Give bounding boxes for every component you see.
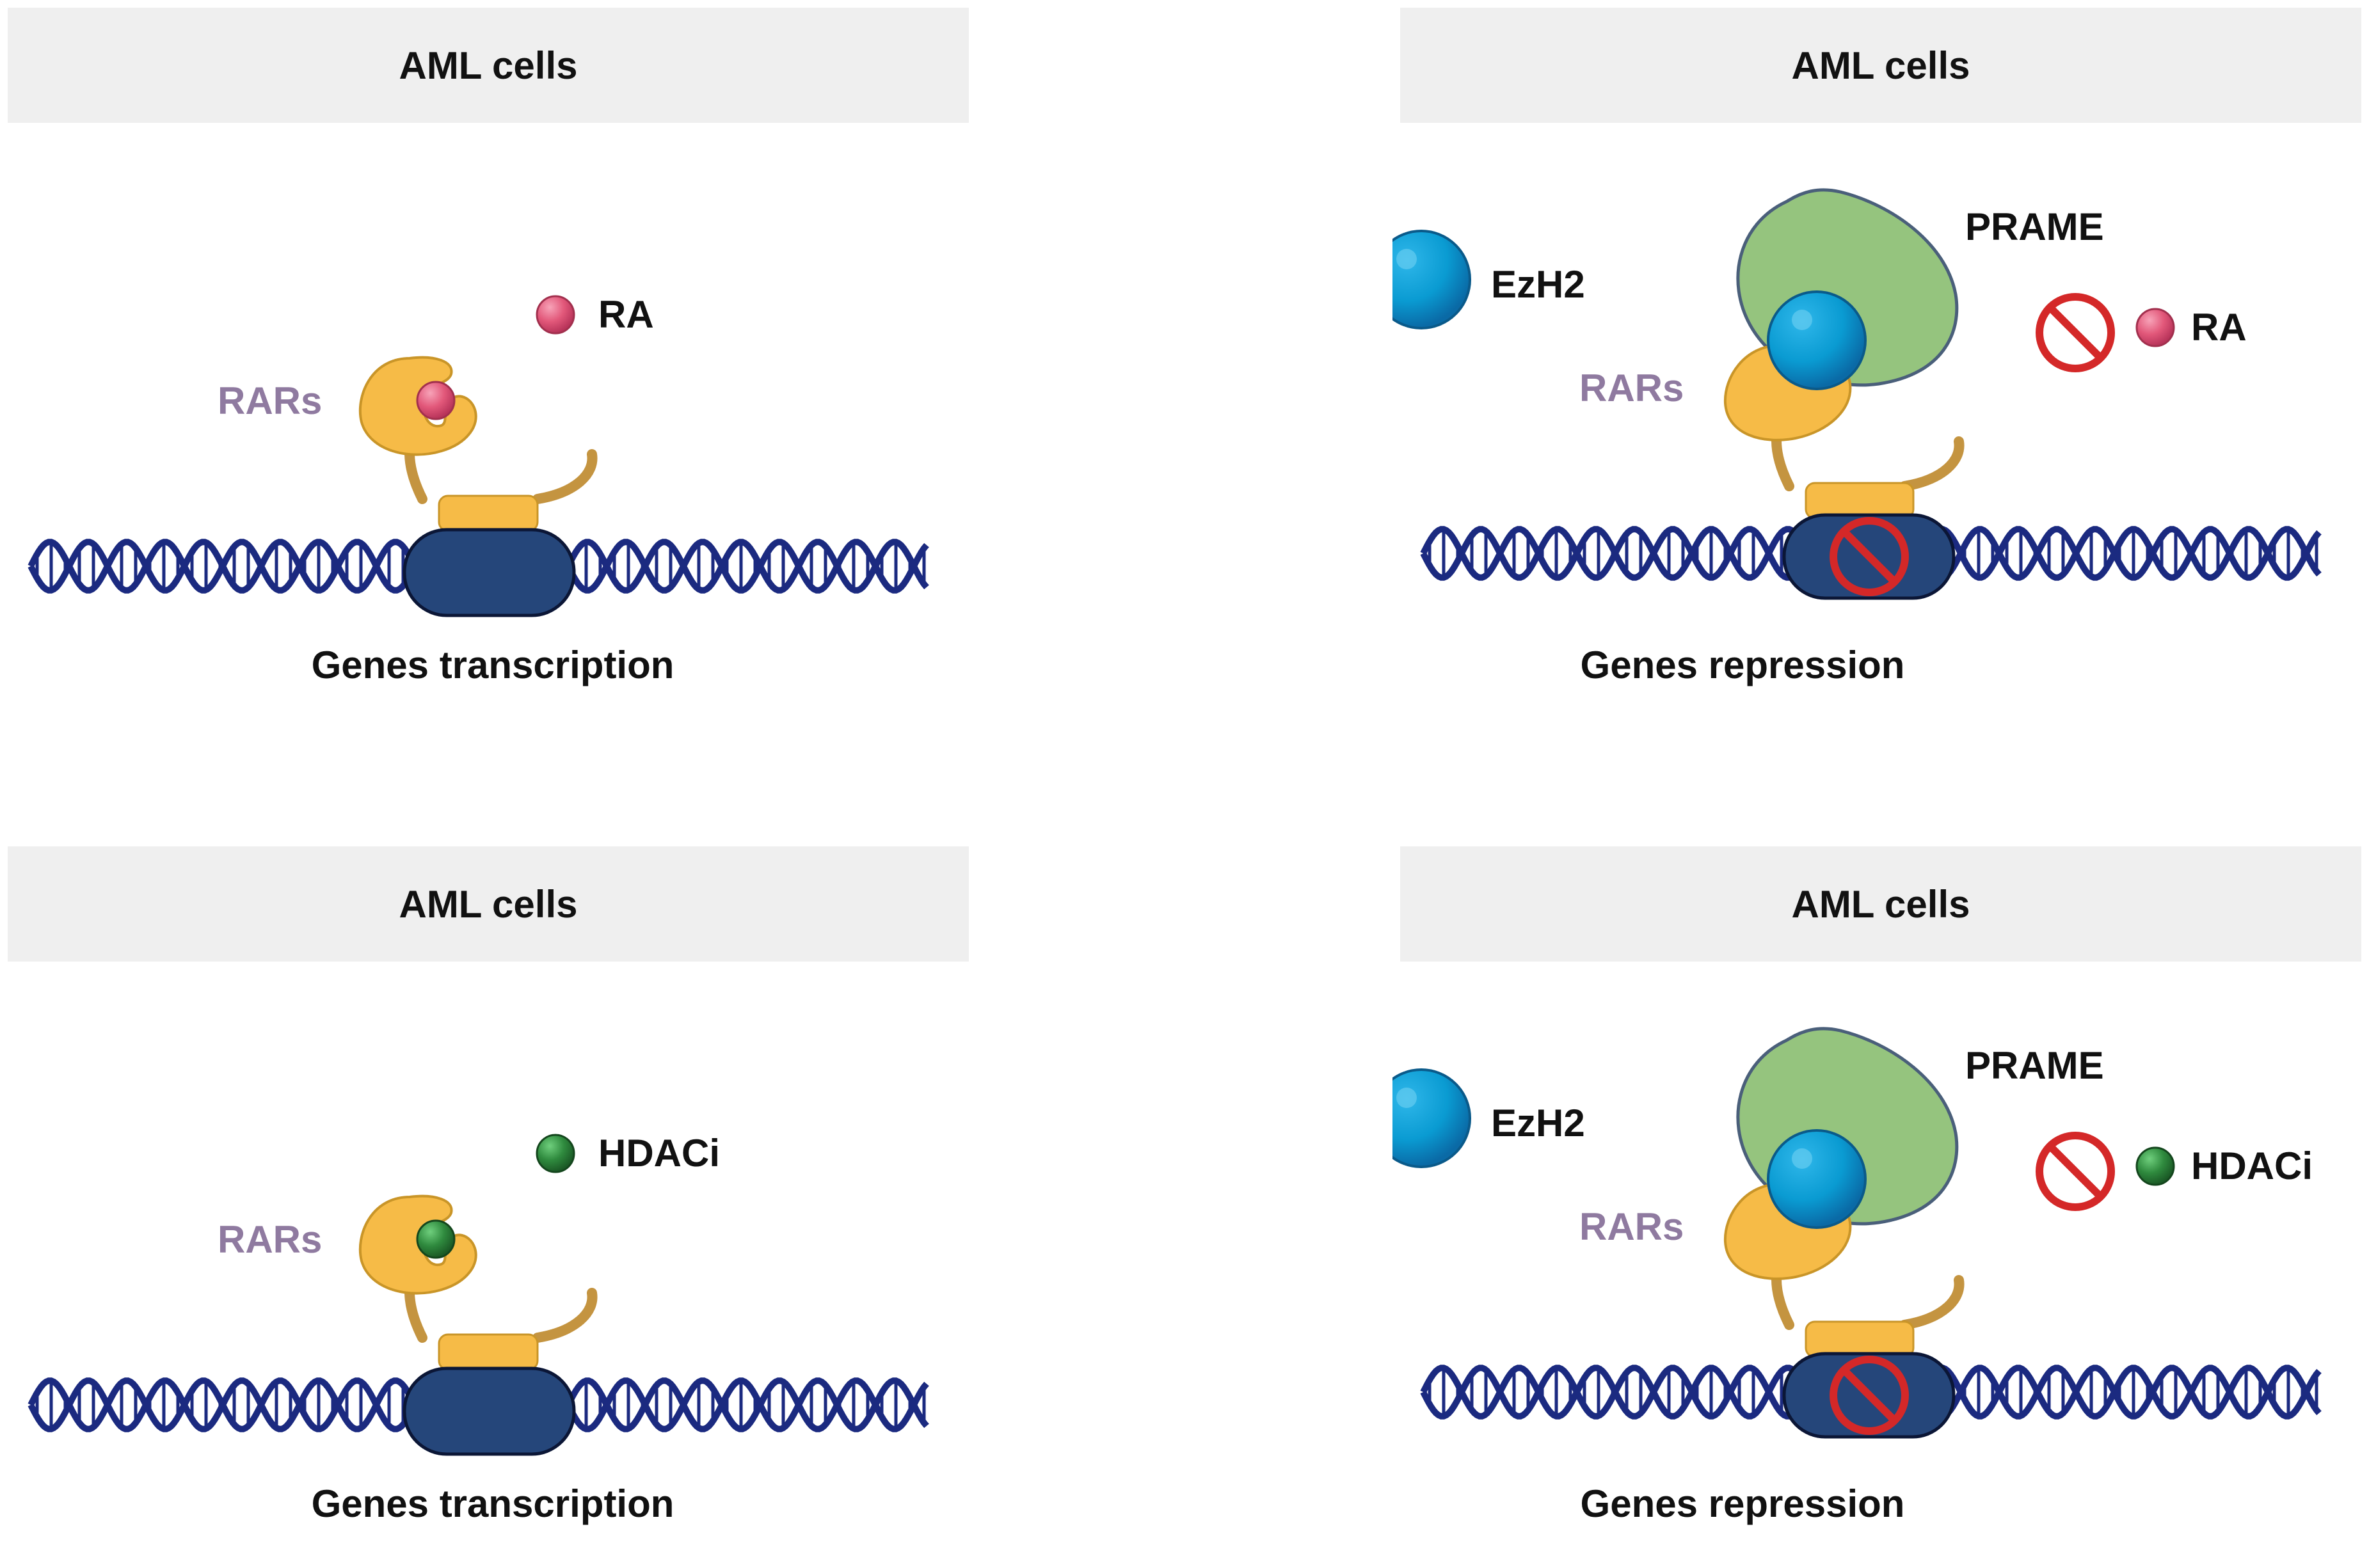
ezh2-icon	[1392, 1068, 1471, 1168]
rar-label: RARs	[1579, 367, 1684, 409]
ezh2-label: EzH2	[1491, 1102, 1585, 1144]
coactivator-block	[438, 495, 539, 532]
ra-molecule-icon	[416, 381, 456, 420]
ra-molecule-icon	[536, 295, 575, 335]
rar-tether	[532, 1288, 598, 1343]
highlight-icon	[1396, 249, 1417, 269]
highlight-icon	[1396, 1088, 1417, 1108]
rar-label: RARs	[218, 379, 323, 422]
panel-header: AML cells	[8, 8, 969, 123]
ezh2-bound-icon	[1767, 290, 1867, 390]
ezh2-bound-icon	[1767, 1129, 1867, 1229]
transcription-diagram	[28, 1134, 929, 1456]
highlight-icon	[1792, 310, 1812, 330]
panel-hdaci-transcription: AML cells HDACi RARs Genes transcription	[0, 839, 1011, 1568]
repression-diagram	[1392, 188, 2322, 600]
rar-tether	[532, 449, 598, 504]
panel-header: AML cells	[1400, 8, 2361, 123]
outcome-caption: Genes transcription	[311, 1482, 674, 1525]
outcome-caption: Genes repression	[1580, 644, 1905, 686]
blocked-icon	[1830, 517, 1909, 596]
prame-label: PRAME	[1965, 205, 2104, 248]
repression-diagram	[1392, 1027, 2322, 1439]
rar-tether	[1899, 436, 1965, 491]
coactivator-block	[438, 1333, 539, 1371]
ligand-label: HDACi	[598, 1132, 720, 1175]
ezh2-icon	[1392, 230, 1471, 329]
ligand-label: RA	[598, 293, 654, 336]
hdaci-molecule-icon	[416, 1219, 456, 1259]
rar-tether	[1899, 1275, 1965, 1330]
corepressor-block	[1805, 1320, 1915, 1358]
highlight-icon	[1792, 1148, 1812, 1169]
prohibited-icon	[2036, 293, 2115, 372]
blocked-icon	[1830, 1356, 1909, 1435]
rar-label: RARs	[1579, 1205, 1684, 1248]
hdaci-molecule-icon	[2135, 1146, 2175, 1186]
prohibited-icon	[2036, 1132, 2115, 1211]
outcome-caption: Genes repression	[1580, 1482, 1905, 1525]
panel-ra-transcription: AML cells RA RARs Genes transcription	[0, 0, 1011, 729]
header-title: AML cells	[399, 44, 578, 87]
prame-label: PRAME	[1965, 1044, 2104, 1087]
hdaci-molecule-icon	[536, 1134, 575, 1173]
ligand-label: RA	[2191, 306, 2247, 349]
header-title: AML cells	[1791, 44, 1970, 87]
rar-label: RARs	[218, 1218, 323, 1261]
panel-ra-repression: AML cells EzH2 PRAME RA RARs Genes repre…	[1392, 0, 2369, 729]
header-title: AML cells	[1791, 882, 1970, 926]
transcription-complex	[403, 1366, 576, 1456]
ra-molecule-icon	[2135, 308, 2175, 347]
panel-hdaci-repression: AML cells EzH2 PRAME HDACi RARs Genes re…	[1392, 839, 2369, 1568]
panel-header: AML cells	[8, 846, 969, 962]
outcome-caption: Genes transcription	[311, 644, 674, 686]
transcription-diagram	[28, 295, 929, 617]
transcription-complex	[403, 528, 576, 617]
ligand-label: HDACi	[2191, 1144, 2313, 1187]
ezh2-label: EzH2	[1491, 263, 1585, 306]
panel-header: AML cells	[1400, 846, 2361, 962]
header-title: AML cells	[399, 882, 578, 926]
corepressor-block	[1805, 482, 1915, 519]
